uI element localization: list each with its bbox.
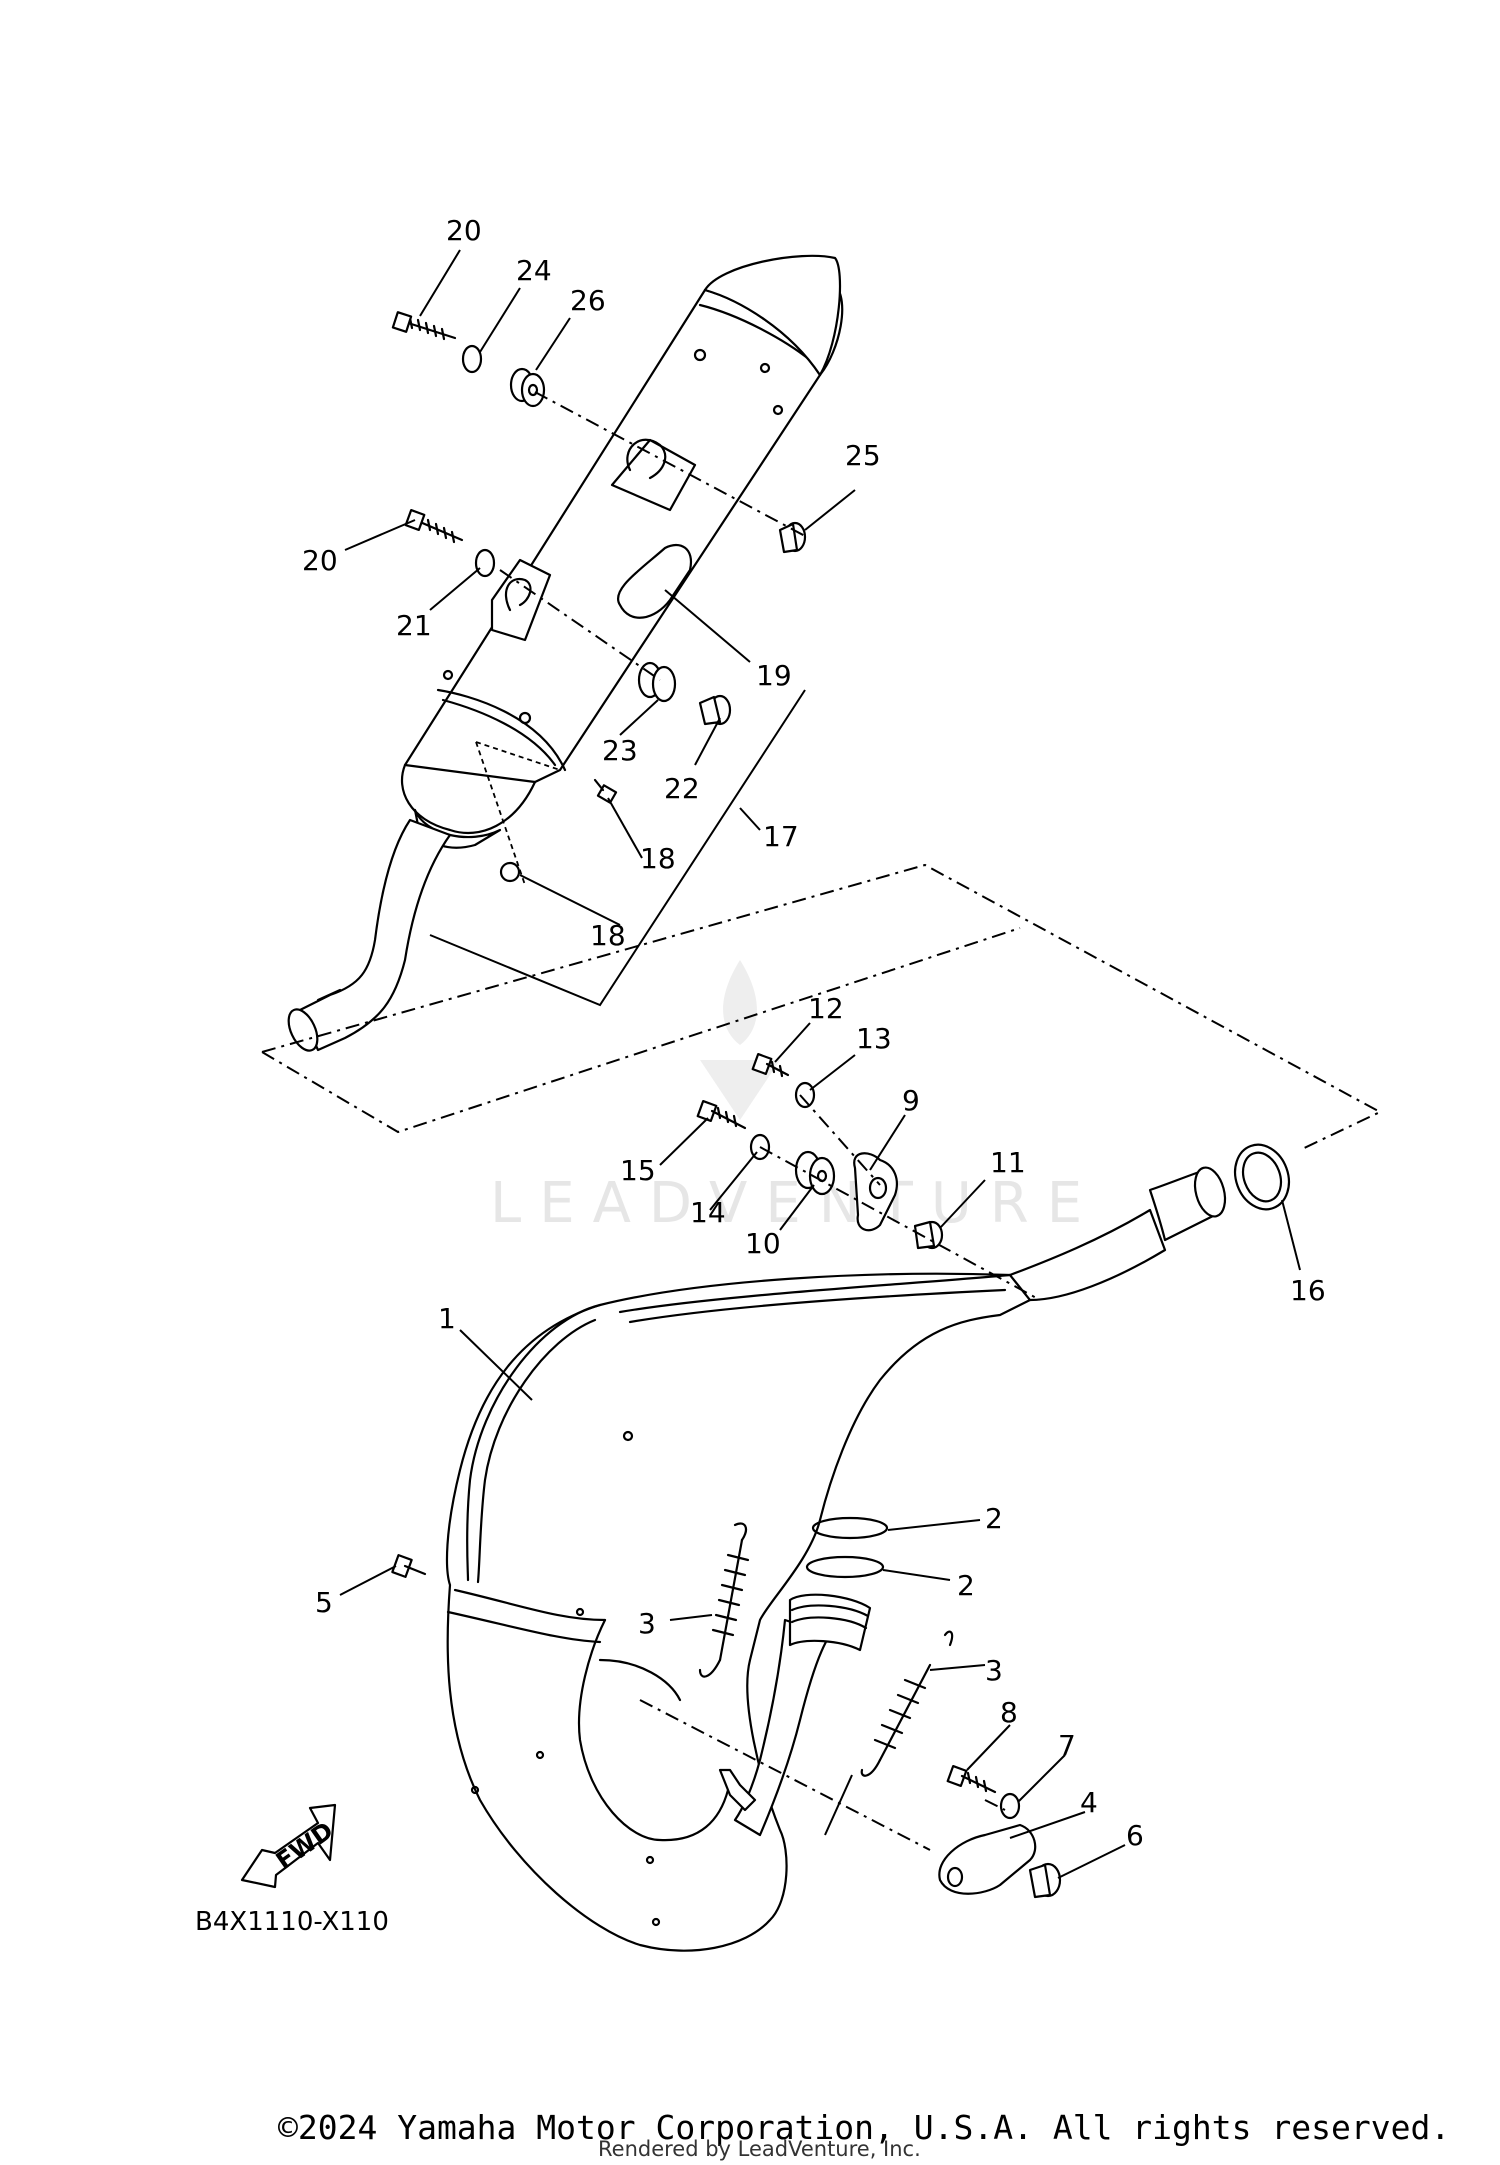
bolt-8 [946,1764,997,1794]
exhaust-inlet-neck [733,1618,832,1837]
washer-7 [999,1792,1021,1820]
callout-11: 11 [990,1146,1026,1179]
callout-20: 20 [446,214,482,247]
o-ring-upper [811,1516,889,1540]
spring-right [860,1630,954,1777]
silencer-assembly [287,254,844,1052]
lower-mount-bracket [490,558,552,642]
callout-9: 9 [902,1084,920,1117]
callout-16: 16 [1290,1274,1326,1307]
diagram-code: B4X1110-X110 [195,1907,389,1937]
callout-17: 17 [763,820,799,853]
washer-13 [794,1081,816,1109]
callout-18: 18 [590,919,626,952]
copyright-notice: ©2024 Yamaha Motor Corporation, U.S.A. A… [278,2108,1451,2147]
callout-24: 24 [516,254,552,287]
leadventure-watermark: LEADVENTURE [490,960,1100,1236]
o-ring-lower [805,1555,885,1579]
fwd-arrow-icon: FWD [240,1803,339,1889]
spring-left [698,1522,750,1678]
bolt-20-upper [391,311,457,341]
callout-10: 10 [745,1227,781,1260]
bolt-15 [696,1099,747,1130]
collar-22 [698,694,732,726]
rendered-by-credit: Rendered by LeadVenture, Inc. [598,2137,921,2161]
callout-7: 7 [1058,1729,1076,1762]
grommet-10 [794,1150,836,1196]
callout-3: 3 [985,1654,1003,1687]
callout-3: 3 [638,1607,656,1640]
washer-21 [474,548,496,578]
bracket-9 [853,1152,898,1232]
assembly-boundary [261,863,1383,1151]
silencer-end-cap [703,254,842,377]
silencer-cone [400,763,537,835]
callout-15: 15 [620,1154,656,1187]
watermark-text: LEADVENTURE [490,1171,1100,1236]
washer-24 [461,344,483,374]
callout-25: 25 [845,439,881,472]
callout-2: 2 [985,1502,1003,1535]
callout-2: 2 [957,1569,975,1602]
callout-1: 1 [438,1302,456,1335]
grommet-23 [637,661,677,703]
callout-19: 19 [756,659,792,692]
callout-21: 21 [396,609,432,642]
callout-26: 26 [570,284,606,317]
silencer-inlet-pipe [298,818,452,1052]
callout-13: 13 [856,1022,892,1055]
callout-8: 8 [1000,1696,1018,1729]
callout-20: 20 [302,544,338,577]
callout-6: 6 [1126,1819,1144,1852]
callout-5: 5 [315,1586,333,1619]
expansion-chamber [445,1166,1227,1952]
callout-4: 4 [1080,1786,1098,1819]
bracket-4 [938,1823,1037,1895]
exhaust-pipe-body [445,1272,1032,1952]
screw-18-b [499,861,521,883]
bolt-20-lower [404,508,464,544]
callout-labels: 20 24 26 25 20 21 19 23 22 18 18 17 12 1… [302,214,1326,1852]
callout-22: 22 [664,772,700,805]
leader-lines [339,249,1301,1879]
bolt-5 [391,1554,427,1578]
gasket-16 [1233,1143,1291,1211]
collar-6 [1028,1862,1062,1899]
heat-shield-plate [617,543,693,619]
callout-23: 23 [602,734,638,767]
screw-18-a [593,778,618,804]
callout-18: 18 [640,842,676,875]
exhaust-outlet-tube [1008,1208,1167,1302]
collar-25 [778,521,807,554]
fwd-label: FWD [271,1816,339,1875]
bolt-12 [751,1052,790,1078]
callout-14: 14 [690,1196,726,1229]
callout-12: 12 [808,992,844,1025]
grommet-26 [509,367,546,408]
